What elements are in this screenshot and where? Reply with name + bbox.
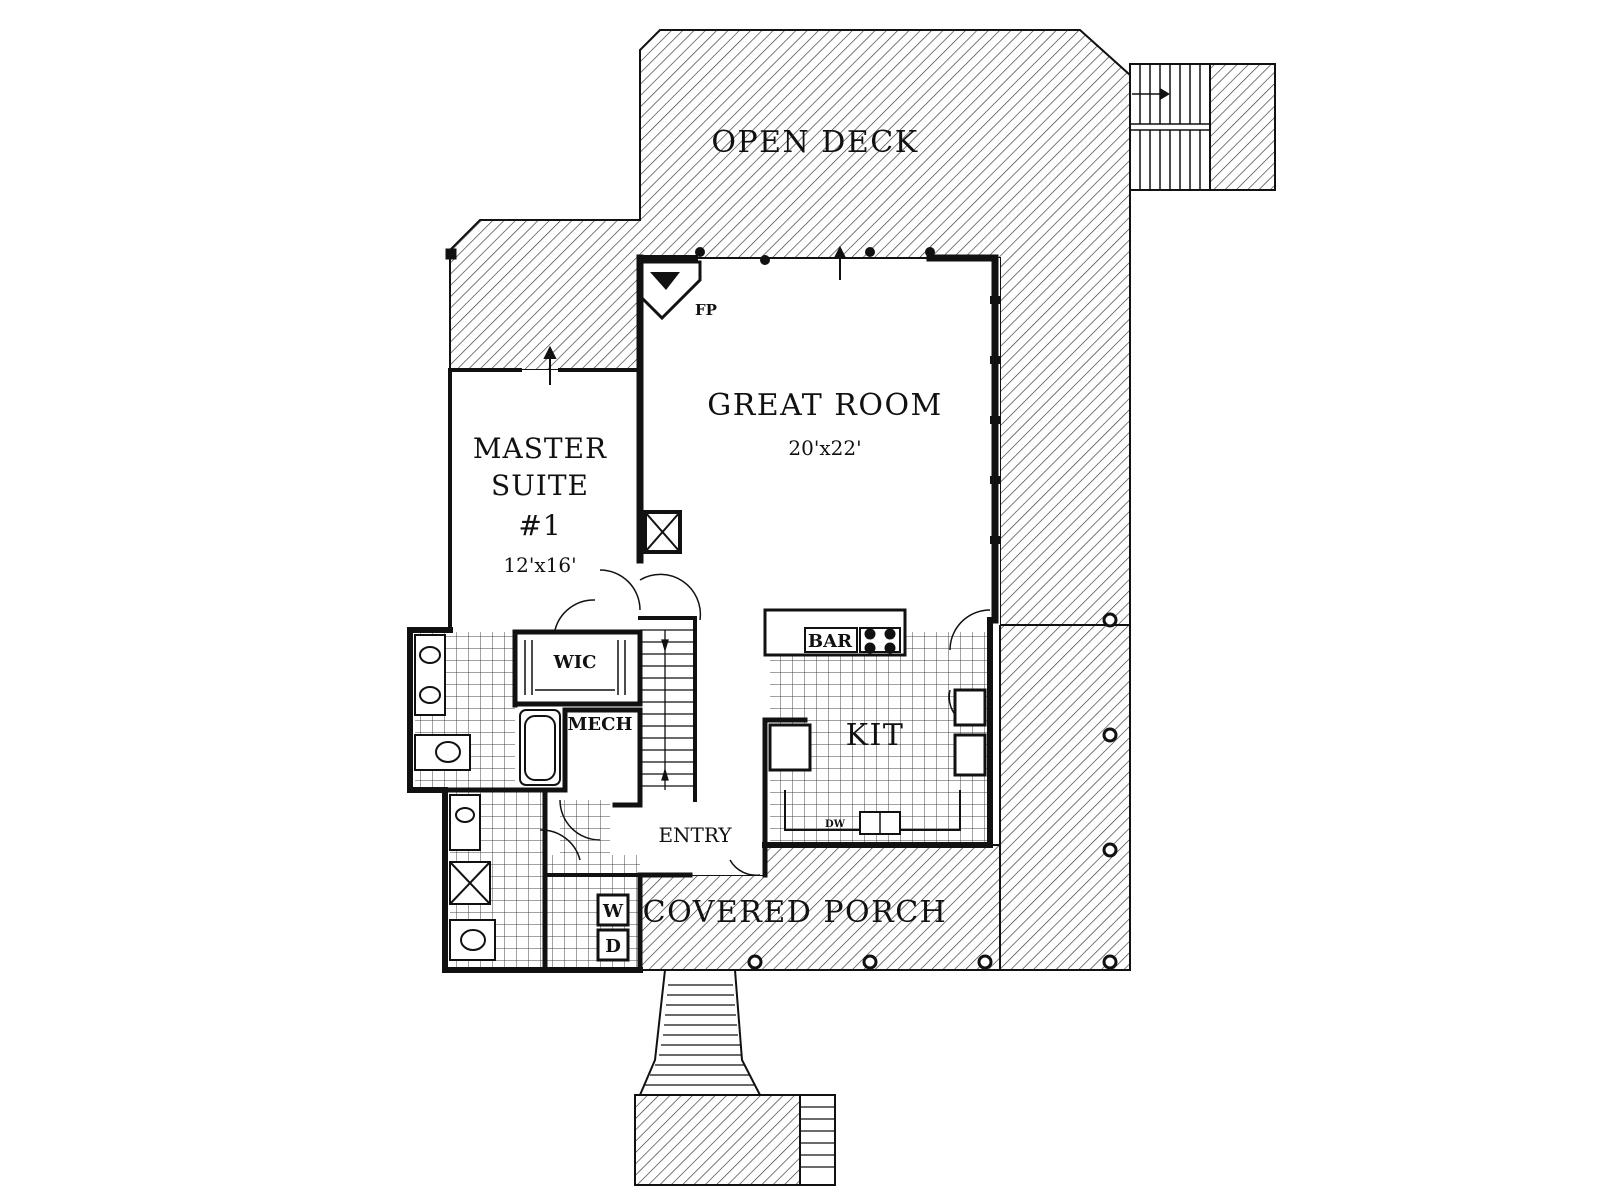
master-suite-dimensions: 12'x16' (503, 553, 576, 577)
column-box (643, 510, 682, 554)
closet-rods (524, 640, 626, 695)
side-deck-area (999, 624, 1131, 971)
great-room-label: GREAT ROOM (707, 388, 943, 423)
interior-stairs (640, 629, 695, 790)
master-suite-label-line1: MASTER (473, 432, 607, 465)
master-suite-label-line3: #1 (518, 509, 561, 542)
mech-label: MECH (568, 714, 633, 735)
wic-label: WIC (553, 652, 597, 673)
kitchen-label: KIT (846, 718, 905, 753)
washer-label: W (602, 901, 624, 922)
deck-stairs (1129, 63, 1276, 191)
dishwasher-label: DW (825, 819, 846, 830)
entry-label: ENTRY (658, 823, 732, 847)
deck-sliding-doors (543, 245, 935, 385)
bar-label: BAR (808, 631, 853, 652)
master-suite-label-line2: SUITE (491, 469, 589, 502)
porch-posts (445, 248, 1118, 970)
dryer-label: D (605, 936, 621, 957)
fireplace-label: FP (695, 301, 717, 319)
door-swings (539, 569, 991, 876)
laundry-appliances (596, 893, 630, 962)
fireplace (640, 260, 702, 321)
window-marks (990, 296, 1000, 544)
bath-fixtures (414, 634, 561, 961)
front-steps (634, 969, 836, 1186)
open-deck-label: OPEN DECK (711, 125, 918, 160)
kitchen-fixtures (763, 608, 987, 835)
walls (407, 254, 999, 973)
great-room-dimensions: 20'x22' (788, 436, 861, 460)
covered-porch-label: COVERED PORCH (643, 895, 948, 930)
